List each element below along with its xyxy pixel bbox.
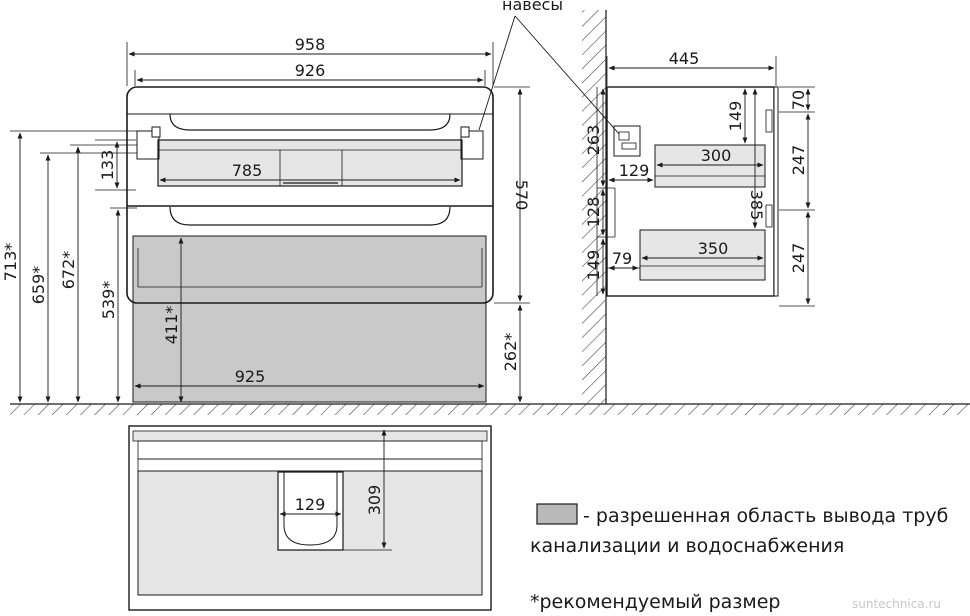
dim-70: 70 — [789, 90, 808, 110]
dim-672: 672* — [59, 251, 78, 290]
upper-drawer-inner — [157, 139, 463, 187]
lower-handle — [169, 206, 451, 226]
dim-128: 128 — [584, 197, 603, 228]
dim-659: 659* — [29, 266, 48, 305]
dim-785: 785 — [232, 161, 263, 180]
footnote: *рекомендуемый размер — [530, 591, 780, 613]
dim-385: 385 — [747, 190, 766, 221]
legend-text-line1: - разрешенная область вывода труб — [583, 505, 948, 527]
floor-hatch — [10, 403, 970, 415]
plan-view: 129 309 — [128, 425, 492, 611]
side-view — [596, 86, 779, 297]
dim-247-top: 247 — [789, 145, 808, 176]
dim-926: 926 — [295, 61, 326, 80]
side-dimensions: 445 263 128 149 149 300 129 385 350 79 — [584, 49, 815, 307]
legend: - разрешенная область вывода труб канали… — [530, 503, 948, 613]
cabinet-body — [126, 86, 494, 304]
dim-925: 925 — [235, 367, 266, 386]
side-lower-drawer — [639, 229, 766, 281]
dim-350: 350 — [698, 239, 729, 258]
dim-247-bottom: 247 — [789, 243, 808, 274]
dim-958: 958 — [295, 35, 326, 54]
dim-149-bottom: 149 — [584, 250, 603, 281]
dim-79: 79 — [612, 249, 632, 268]
watermark: suntechnica.ru — [852, 597, 941, 611]
dim-445: 445 — [669, 49, 700, 68]
dim-539: 539* — [99, 281, 118, 320]
upper-handle — [169, 113, 451, 131]
dim-262: 262* — [501, 333, 520, 372]
dim-129-plan: 129 — [295, 495, 326, 514]
front-view — [126, 86, 494, 403]
dim-300: 300 — [701, 146, 732, 165]
legend-text-line2: канализации и водоснабжения — [530, 535, 844, 557]
dim-149-top: 149 — [726, 101, 745, 132]
pipe-outlet-area — [132, 235, 487, 403]
dim-411: 411* — [162, 306, 181, 345]
dim-309: 309 — [365, 485, 384, 516]
hinge-right — [460, 130, 484, 160]
dim-263: 263 — [584, 125, 603, 156]
side-hinge — [613, 125, 641, 157]
dim-133: 133 — [98, 150, 117, 181]
plan-outer — [128, 425, 492, 611]
hinges-label: навесы — [502, 0, 563, 14]
dim-570: 570 — [512, 180, 531, 211]
dim-129-side: 129 — [619, 161, 650, 180]
legend-swatch — [536, 503, 578, 525]
front-dimensions: 958 926 785 925 570 262* 411* 133 713* 6… — [1, 35, 531, 403]
dim-713: 713* — [1, 243, 20, 282]
